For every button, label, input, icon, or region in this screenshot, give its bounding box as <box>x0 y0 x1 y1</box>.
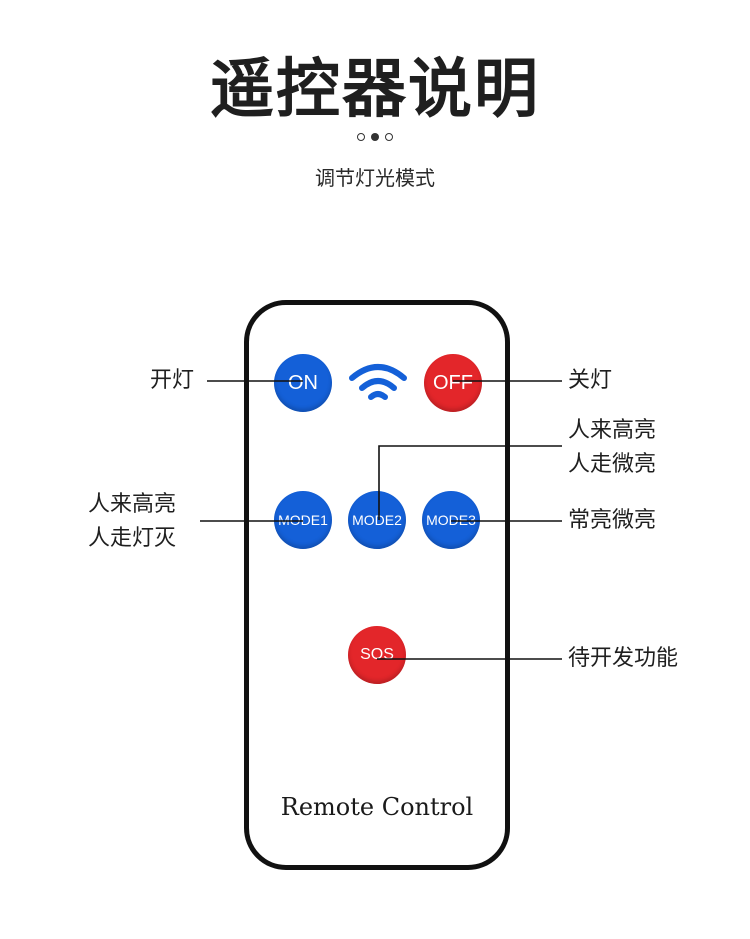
mode3-button-label: MODE3 <box>426 512 476 528</box>
on-button-label: ON <box>288 371 318 394</box>
mode2-callout-label: 人来高亮 人走微亮 <box>568 414 656 482</box>
remote-label: Remote Control <box>280 793 474 821</box>
page-subtitle: 调节灯光模式 <box>315 166 435 190</box>
mode1-callout-line1: 人来高亮 <box>88 492 177 517</box>
on-button[interactable]: ON <box>274 354 332 412</box>
carousel-dot[interactable] <box>385 133 393 141</box>
mode1-callout-label: 人来高亮 人走灯灭 <box>88 488 176 556</box>
sos-button-label: SOS <box>360 646 394 663</box>
off-button[interactable]: OFF <box>424 354 482 412</box>
off-callout-label: 关灯 <box>568 368 613 393</box>
off-button-label: OFF <box>433 371 473 394</box>
carousel-dot[interactable] <box>357 133 365 141</box>
mode1-button[interactable]: MODE1 <box>274 491 332 549</box>
carousel-indicator <box>355 132 395 144</box>
mode2-callout-line2: 人走微亮 <box>568 452 657 477</box>
wifi-icon <box>349 364 407 400</box>
mode1-callout-line2: 人走灯灭 <box>88 526 177 551</box>
mode2-button-label: MODE2 <box>352 512 402 528</box>
mode1-button-label: MODE1 <box>278 512 328 528</box>
sos-button[interactable]: SOS <box>348 626 406 684</box>
mode2-callout-line1: 人来高亮 <box>568 418 657 443</box>
mode2-button[interactable]: MODE2 <box>348 491 406 549</box>
carousel-dot-active[interactable] <box>371 133 379 141</box>
mode3-button[interactable]: MODE3 <box>422 491 480 549</box>
on-callout-label: 开灯 <box>150 368 195 393</box>
mode3-callout-label: 常亮微亮 <box>568 508 657 533</box>
page-title: 遥控器说明 <box>210 53 540 127</box>
sos-callout-label: 待开发功能 <box>568 646 679 671</box>
